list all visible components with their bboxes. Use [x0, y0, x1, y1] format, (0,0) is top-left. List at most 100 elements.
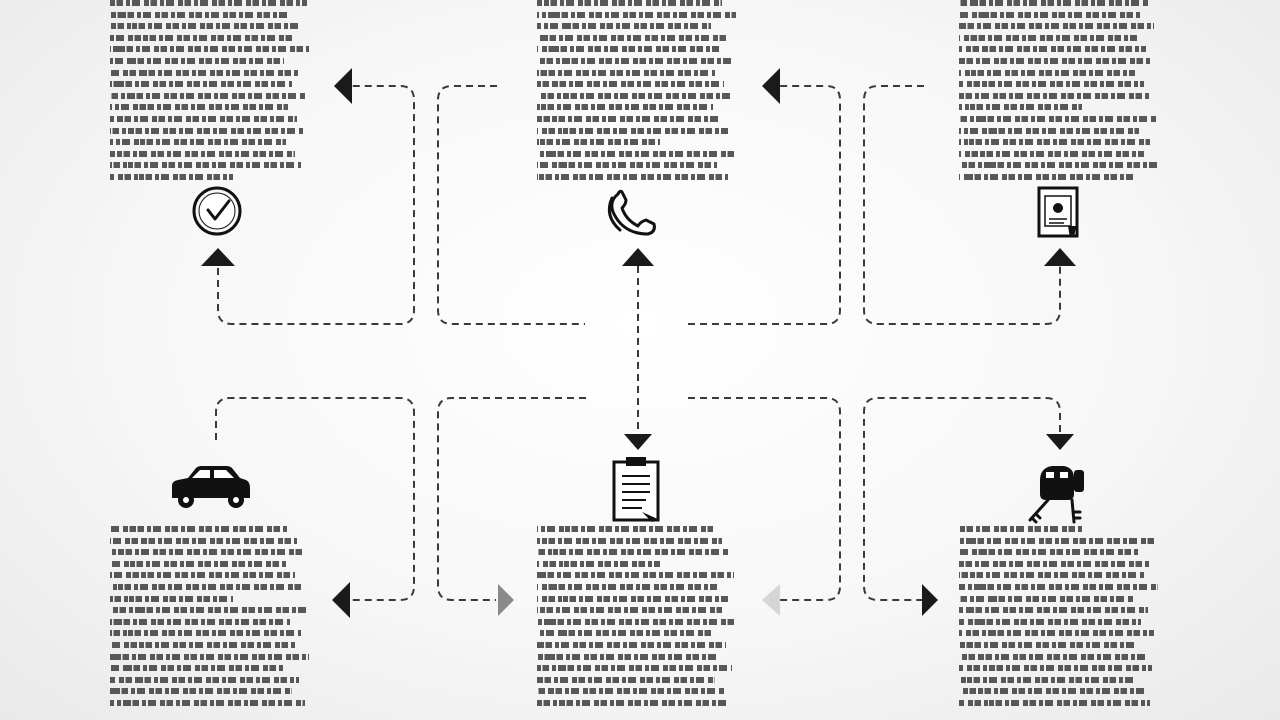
- text-line: [537, 23, 712, 30]
- text-line: [959, 618, 1142, 625]
- connector-top-center-left-loop: [437, 85, 585, 325]
- car-keys-icon: [1028, 466, 1084, 524]
- text-line: [537, 104, 714, 111]
- text-line: [959, 34, 1138, 41]
- text-line: [110, 699, 305, 706]
- text-line: [537, 537, 722, 544]
- arrow-right-bottom-2: [922, 584, 938, 616]
- text-line: [110, 127, 303, 134]
- text-line: [110, 583, 301, 590]
- connector-bottom-center-left-loop: [437, 397, 586, 601]
- arrow-up-top-left: [201, 248, 235, 266]
- text-line: [537, 549, 728, 556]
- arrow-up-top-right: [1044, 248, 1076, 266]
- text-line: [110, 0, 307, 6]
- text-line: [537, 699, 730, 706]
- certificate-document-icon: [1037, 186, 1079, 238]
- text-line: [959, 92, 1150, 99]
- clock-icon: [192, 186, 242, 236]
- text-line: [537, 162, 718, 169]
- text-line: [537, 665, 732, 672]
- text-line: [959, 549, 1140, 556]
- text-line: [110, 92, 305, 99]
- text-line: [537, 115, 722, 122]
- arrow-left-top-2: [762, 68, 780, 104]
- text-line: [110, 115, 297, 122]
- text-block-top-left: [110, 0, 315, 186]
- text-line: [537, 688, 724, 695]
- text-line: [537, 595, 728, 602]
- text-line: [959, 69, 1136, 76]
- text-line: [537, 653, 720, 660]
- text-line: [959, 688, 1144, 695]
- car-icon: [172, 466, 250, 508]
- arrow-left-top-1: [334, 68, 352, 104]
- connector-top-right-loop: [863, 85, 1061, 325]
- connector-top-center-right-loop: [688, 85, 841, 325]
- text-line: [537, 150, 734, 157]
- telephone-icon: [607, 189, 656, 236]
- text-line: [110, 653, 309, 660]
- text-line: [959, 104, 1082, 111]
- text-line: [959, 560, 1150, 567]
- text-line: [537, 139, 660, 146]
- text-line: [959, 607, 1148, 614]
- text-line: [537, 69, 716, 76]
- text-line: [959, 115, 1156, 122]
- text-line: [110, 537, 297, 544]
- text-line: [537, 676, 716, 683]
- text-line: [959, 641, 1138, 648]
- text-line: [959, 173, 1134, 180]
- text-line: [537, 34, 726, 41]
- text-line: [110, 11, 291, 18]
- text-line: [110, 150, 295, 157]
- text-line: [537, 526, 714, 532]
- text-line: [537, 618, 736, 625]
- text-line: [537, 641, 726, 648]
- arrow-right-bottom-1: [498, 584, 514, 616]
- text-line: [959, 0, 1148, 6]
- text-line: [110, 69, 299, 76]
- text-line: [110, 618, 291, 625]
- arrow-left-bottom-1: [332, 582, 350, 618]
- text-line: [959, 595, 1134, 602]
- text-line: [537, 0, 722, 6]
- text-line: [959, 665, 1152, 672]
- connector-bottom-left-loop: [215, 397, 415, 601]
- text-line: [110, 630, 301, 637]
- connector-bottom-right-loop: [863, 397, 1061, 601]
- arrow-down-bottom-right: [1046, 434, 1074, 450]
- text-line: [537, 583, 718, 590]
- text-line: [110, 139, 287, 146]
- arrow-down-center: [624, 434, 652, 450]
- text-line: [110, 173, 233, 180]
- text-line: [537, 607, 722, 614]
- text-block-top-center: [537, 0, 742, 186]
- text-line: [110, 688, 293, 695]
- text-block-bottom-right: [959, 526, 1164, 712]
- text-line: [537, 560, 660, 567]
- text-line: [959, 653, 1146, 660]
- text-line: [959, 139, 1150, 146]
- text-line: [110, 549, 303, 556]
- text-line: [110, 560, 287, 567]
- connector-bottom-center-right-loop: [688, 397, 841, 601]
- text-line: [110, 104, 289, 111]
- text-line: [110, 526, 289, 532]
- text-line: [110, 46, 309, 53]
- text-line: [959, 583, 1158, 590]
- text-line: [959, 57, 1152, 64]
- text-line: [959, 572, 1144, 579]
- text-line: [537, 92, 730, 99]
- text-line: [537, 46, 720, 53]
- text-block-top-right: [959, 0, 1164, 186]
- connector-top-left-loop: [217, 85, 415, 325]
- arrow-left-bottom-2: [762, 584, 780, 616]
- arrow-up-top-center: [622, 248, 654, 266]
- text-line: [110, 57, 285, 64]
- text-line: [110, 81, 293, 88]
- text-line: [537, 127, 728, 134]
- text-line: [959, 630, 1154, 637]
- text-line: [537, 11, 736, 18]
